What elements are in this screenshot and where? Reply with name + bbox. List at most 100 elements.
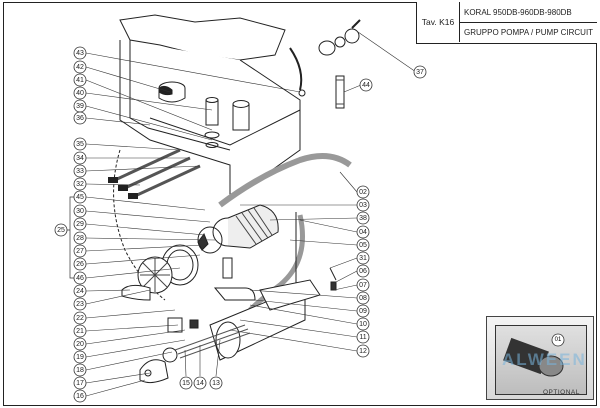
callout-number: 07 [359, 282, 367, 289]
leader-line [85, 244, 206, 252]
fitting-nut [318, 40, 336, 56]
corrugated-hose [218, 153, 352, 208]
callout-number: 32 [76, 181, 84, 188]
callout-number: 04 [359, 229, 367, 236]
callout-number: 27 [76, 248, 84, 255]
leader-line [85, 143, 181, 151]
leader-line [85, 79, 213, 131]
callout-bubble: 33 [73, 164, 87, 178]
callout-number: 37 [416, 69, 424, 76]
callout-number: 33 [76, 168, 84, 175]
callout-bubble: 31 [356, 251, 370, 265]
callout-number: 09 [359, 308, 367, 315]
callout-bubble: 09 [356, 304, 370, 318]
callout-number: 14 [196, 380, 204, 387]
callout-bubble: 36 [73, 111, 87, 125]
callout-bubble: 28 [73, 231, 87, 245]
leader-line [269, 217, 358, 221]
callout-bubble: 34 [73, 151, 87, 165]
fitting-elbow [344, 28, 360, 44]
group-bracket [66, 196, 74, 279]
callout-bubble: 21 [73, 324, 87, 338]
leader-line [85, 165, 201, 172]
callout-bubble: 16 [73, 389, 87, 403]
callout-bubble: 45 [73, 190, 87, 204]
optional-part-image: 01 ALWEEN [495, 325, 587, 395]
leader-line [85, 92, 213, 111]
leader-line [85, 329, 186, 345]
callout-bubble: 03 [356, 198, 370, 212]
callout-bubble: 43 [73, 46, 87, 60]
ring-39 [204, 131, 220, 139]
callout-bubble: 42 [73, 60, 87, 74]
leader-line [85, 223, 206, 236]
leader-line [85, 117, 151, 126]
boiler-end-cap [139, 359, 169, 384]
callout-number: 26 [76, 261, 84, 268]
callout-number: 10 [359, 321, 367, 328]
callout-number: 35 [76, 141, 84, 148]
callout-number: 46 [76, 275, 84, 282]
callout-bubble: 27 [73, 244, 87, 258]
callout-number: 28 [76, 235, 84, 242]
callout-number: 02 [359, 189, 367, 196]
pipe-inlet-24 [121, 284, 151, 301]
callout-number: 24 [76, 288, 84, 295]
leader-line [85, 267, 181, 279]
leader-line [85, 351, 173, 371]
leader-line [85, 52, 301, 93]
callout-bubble: 10 [356, 317, 370, 331]
callout-bubble: 15 [179, 376, 193, 390]
optional-inset: 01 ALWEEN OPTIONAL [486, 316, 594, 400]
tube-40 [205, 99, 219, 126]
leader-line [249, 304, 358, 325]
callout-number: 31 [359, 255, 367, 262]
callout-number: 43 [76, 50, 84, 57]
pipe-nipple-44 [335, 75, 345, 109]
cabinet-top-panel [119, 14, 286, 61]
leader-line [85, 196, 206, 211]
callout-number: 38 [359, 215, 367, 222]
callout-bubble: 41 [73, 73, 87, 87]
leader-line [229, 329, 358, 352]
leader-line [85, 372, 151, 384]
callout-bubble: 32 [73, 177, 87, 191]
callout-number: 42 [76, 64, 84, 71]
callout-bubble: 30 [73, 204, 87, 218]
callout-bubble: 12 [356, 344, 370, 358]
leader-line [339, 171, 358, 193]
leader-line [333, 284, 358, 291]
callout-bubble: 26 [73, 257, 87, 271]
callout-01: 01 [555, 337, 562, 343]
callout-number: 19 [76, 354, 84, 361]
callout-bubble: 37 [413, 65, 427, 79]
leader-line [85, 183, 141, 186]
callout-number: 23 [76, 301, 84, 308]
callout-number: 17 [76, 380, 84, 387]
leader-line [85, 210, 211, 223]
callout-bubble: 18 [73, 363, 87, 377]
callout-number: 21 [76, 328, 84, 335]
callout-bubble: 14 [193, 376, 207, 390]
leader-line [343, 84, 362, 93]
drawing-frame [3, 2, 597, 406]
callout-bubble: 04 [356, 225, 370, 239]
callout-number: 30 [76, 208, 84, 215]
callout-number: 11 [359, 334, 366, 341]
leader-line [85, 105, 213, 141]
leader-line [85, 309, 176, 319]
callout-number: 34 [76, 155, 84, 162]
callout-number: 05 [359, 242, 367, 249]
group-name: GRUPPO POMPA / PUMP CIRCUIT [464, 28, 594, 37]
heater-flange [162, 347, 178, 363]
callout-bubble: 23 [73, 297, 87, 311]
callout-bubble: 06 [356, 264, 370, 278]
callout-bubble: 38 [356, 211, 370, 225]
model-name: KORAL 950DB-960DB-980DB [460, 2, 597, 23]
leader-line [85, 379, 146, 397]
callout-number: 40 [76, 90, 84, 97]
callout-number: 36 [76, 115, 84, 122]
callout-bubble: 07 [356, 278, 370, 292]
callout-bubble: 35 [73, 137, 87, 151]
